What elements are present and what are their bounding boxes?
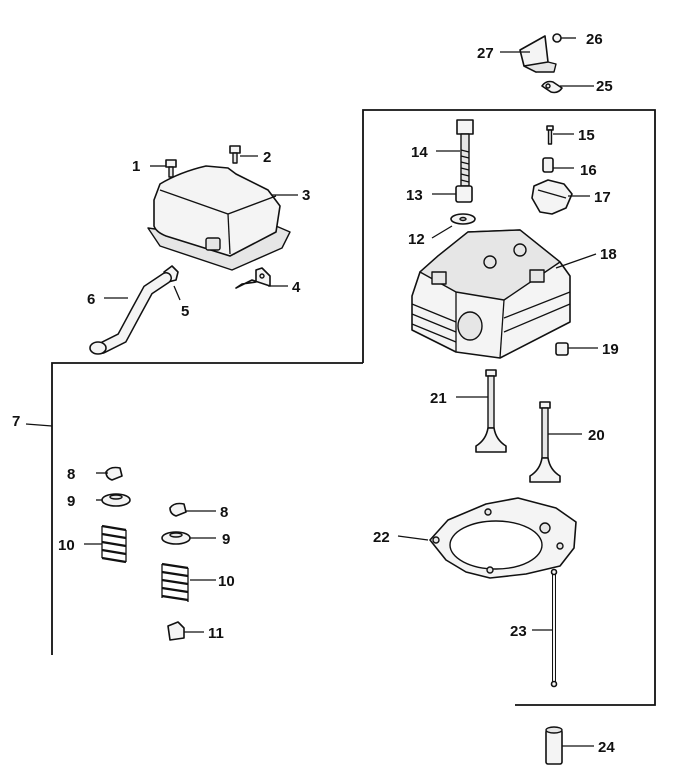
label-part-14: 14 bbox=[411, 144, 428, 161]
label-part-19: 19 bbox=[602, 341, 619, 358]
label-part-4: 4 bbox=[292, 279, 301, 296]
part-26-screw bbox=[552, 33, 562, 43]
part-1-screw bbox=[165, 159, 177, 178]
label-part-16: 16 bbox=[580, 162, 597, 179]
part-8-collet-left bbox=[105, 466, 123, 481]
label-part-6: 6 bbox=[87, 291, 95, 308]
part-14-bolt bbox=[456, 119, 474, 187]
label-part-12: 12 bbox=[408, 231, 425, 248]
part-21-valve bbox=[475, 369, 507, 453]
label-part-8-middle: 8 bbox=[220, 504, 228, 521]
label-part-15: 15 bbox=[578, 127, 595, 144]
part-9-retainer-middle bbox=[161, 531, 191, 545]
part-18-cylinder-head bbox=[411, 229, 571, 359]
part-20-valve bbox=[529, 401, 561, 483]
label-part-24: 24 bbox=[598, 739, 615, 756]
label-part-13: 13 bbox=[406, 187, 423, 204]
part-19-plug bbox=[555, 342, 569, 356]
part-10-spring-middle bbox=[161, 562, 189, 602]
part-16-pivot bbox=[542, 157, 554, 173]
part-6-breather-hose bbox=[89, 272, 172, 355]
part-2-screw bbox=[229, 145, 241, 164]
leader-lines bbox=[25, 37, 598, 747]
part-13-spacer bbox=[455, 185, 473, 203]
part-24-tappet bbox=[545, 726, 563, 765]
label-part-22: 22 bbox=[373, 529, 390, 546]
label-part-9-left: 9 bbox=[67, 493, 75, 510]
part-23-push-rod bbox=[550, 568, 558, 688]
label-part-10-left: 10 bbox=[58, 537, 75, 554]
part-17-rocker-arm bbox=[531, 179, 573, 215]
part-4-bracket bbox=[235, 267, 271, 289]
part-9-retainer-left bbox=[101, 493, 131, 507]
label-part-2: 2 bbox=[263, 149, 271, 166]
part-25-clip bbox=[541, 80, 563, 94]
part-27-bracket bbox=[519, 35, 557, 73]
label-part-8-left: 8 bbox=[67, 466, 75, 483]
part-number-labels: 27 26 25 1 2 3 4 5 6 7 8 9 10 8 9 10 11 … bbox=[12, 31, 619, 756]
label-part-21: 21 bbox=[430, 390, 447, 407]
label-part-5: 5 bbox=[181, 303, 189, 320]
label-part-7: 7 bbox=[12, 413, 20, 430]
label-part-10-middle: 10 bbox=[218, 573, 235, 590]
part-11-valve-seal bbox=[167, 621, 185, 641]
label-part-27: 27 bbox=[477, 45, 494, 62]
part-10-spring-left bbox=[101, 524, 127, 564]
part-8-collet-middle bbox=[169, 502, 187, 517]
label-part-20: 20 bbox=[588, 427, 605, 444]
label-part-3: 3 bbox=[302, 187, 310, 204]
label-part-17: 17 bbox=[594, 189, 611, 206]
label-part-9-middle: 9 bbox=[222, 531, 230, 548]
label-part-26: 26 bbox=[586, 31, 603, 48]
label-part-18: 18 bbox=[600, 246, 617, 263]
label-part-25: 25 bbox=[596, 78, 613, 95]
part-3-valve-cover bbox=[147, 165, 291, 271]
part-12-washer bbox=[450, 213, 476, 225]
label-part-11: 11 bbox=[208, 625, 224, 642]
part-22-head-gasket bbox=[429, 497, 577, 579]
label-part-23: 23 bbox=[510, 623, 527, 640]
label-part-1: 1 bbox=[132, 158, 140, 175]
part-15-screw bbox=[546, 125, 554, 145]
group-frame bbox=[51, 109, 656, 706]
